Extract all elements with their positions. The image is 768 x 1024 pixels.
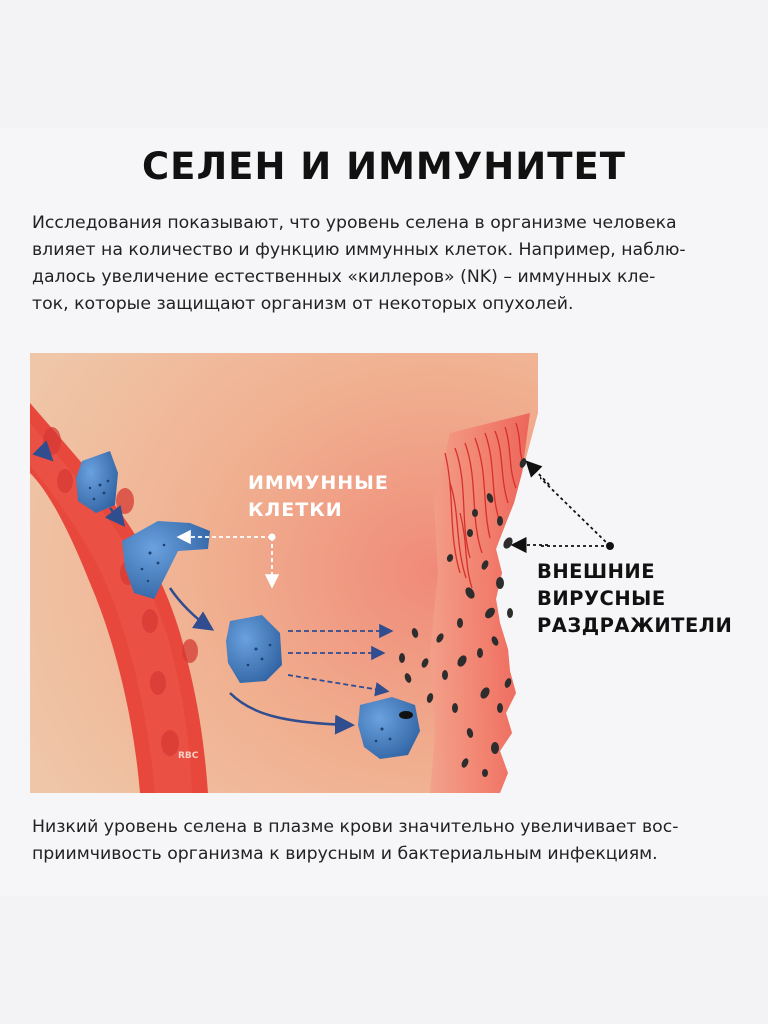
page-title: СЕЛЕН И ИММУНИТЕТ	[142, 145, 626, 188]
attack-arrows	[287, 623, 394, 697]
immune-pointer-dot	[268, 533, 276, 541]
blood-vessel-inner	[30, 423, 192, 793]
immune-illustration	[30, 353, 550, 793]
viral-irritants-label: ВНЕШНИЕ ВИРУСНЫЕ РАЗДРАЖИТЕЛИ	[537, 558, 732, 639]
fiber-strands	[444, 422, 525, 589]
intro-line: ток, которые защищают организм от некото…	[32, 294, 574, 314]
viral-pointer-extension	[540, 461, 614, 550]
intro-line: далось увеличение естественных «киллеров…	[32, 267, 656, 287]
outro-line: приимчивость организма к вирусным и бакт…	[32, 844, 658, 864]
immune-cell-4	[358, 697, 420, 759]
viral-label-line: РАЗДРАЖИТЕЛИ	[537, 614, 733, 637]
outro-line: Низкий уровень селена в плазме крови зна…	[32, 817, 679, 837]
immune-cell-1	[76, 451, 118, 513]
immune-label-line: КЛЕТКИ	[248, 499, 343, 521]
virus-particles	[399, 458, 527, 777]
outro-paragraph: Низкий уровень селена в плазме крови зна…	[32, 814, 732, 868]
flow-arrows	[32, 440, 355, 735]
intro-line: влияет на количество и функцию иммунных …	[32, 240, 686, 260]
intro-paragraph: Исследования показывают, что уровень сел…	[32, 210, 732, 318]
rbc-label: RBC	[178, 751, 199, 761]
intro-line: Исследования показывают, что уровень сел…	[32, 213, 677, 233]
immune-label-pointer	[176, 529, 280, 589]
viral-label-line: ВНЕШНИЕ	[537, 560, 656, 583]
viral-label-line: ВИРУСНЫЕ	[537, 587, 666, 610]
immune-label-line: ИММУННЫЕ	[248, 472, 389, 494]
viral-label-pointer	[510, 460, 550, 554]
tissue-edge-cutout	[496, 413, 550, 793]
immune-cell-3	[226, 615, 282, 683]
immune-cells-label: ИММУННЫЕ КЛЕТКИ	[248, 470, 389, 524]
